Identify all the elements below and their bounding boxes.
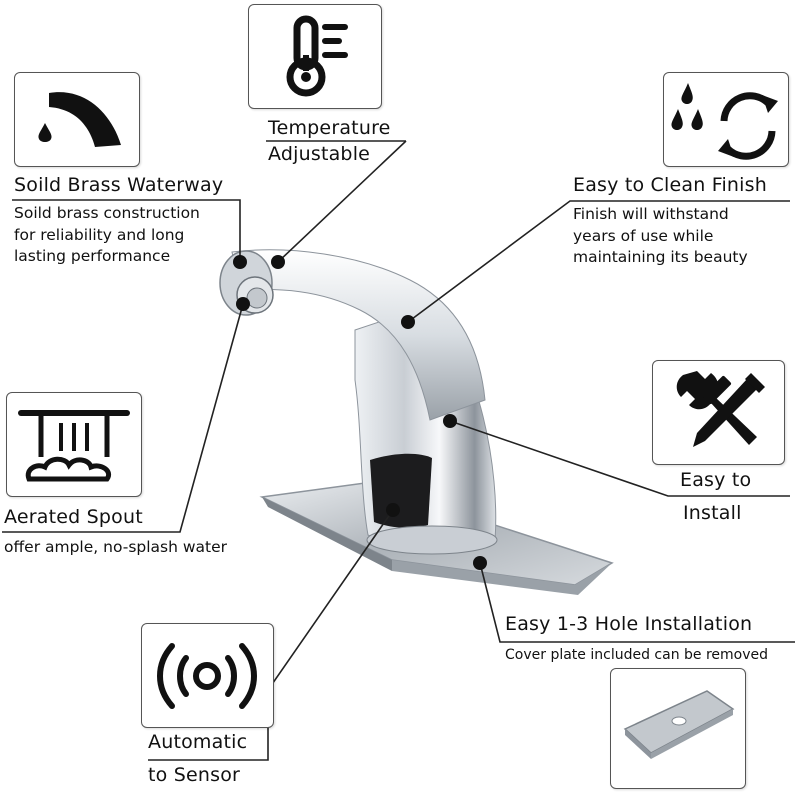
temperature-title-line2: Adjustable (268, 143, 371, 165)
sensor-title-line1: Automatic (148, 731, 248, 753)
clean-icon-box (663, 72, 789, 167)
brass-description: Soild brass construction for reliability… (14, 203, 200, 268)
hole-title: Easy 1-3 Hole Installation (505, 613, 753, 635)
cover-plate-icon-box (610, 668, 746, 789)
drops-recycle-icon (671, 83, 778, 160)
sensor-waves-icon (157, 643, 257, 709)
clean-title: Easy to Clean Finish (573, 174, 767, 196)
hole-description: Cover plate included can be removed (505, 647, 769, 663)
clean-desc-line1: Finish will withstand (573, 205, 729, 223)
spout-water-drop-icon (38, 92, 121, 147)
brass-desc-line2: for reliability and long (14, 225, 185, 244)
sensor-icon-box (141, 623, 274, 728)
clean-desc-line2: years of use while (573, 226, 714, 245)
brass-title: Soild Brass Waterway (14, 174, 224, 196)
brass-desc-line1: Soild brass construction (14, 204, 200, 222)
thermometer-icon (286, 15, 348, 97)
cover-plate-icon (623, 690, 735, 759)
install-title-line2: Install (683, 502, 742, 524)
brass-icon-box (14, 72, 140, 167)
sensor-title-line2: to Sensor (148, 764, 241, 786)
aerated-title: Aerated Spout (4, 506, 143, 528)
temperature-title-line1: Temperature (268, 117, 391, 139)
waterfall-icon (18, 410, 130, 482)
clean-desc-line3: maintaining its beauty (573, 248, 748, 266)
wrench-screwdriver-icon (676, 371, 765, 447)
brass-desc-line3: lasting performance (14, 247, 171, 265)
install-icon-box (652, 360, 785, 465)
temperature-icon-box (248, 4, 382, 109)
install-title-line1: Easy to (680, 469, 752, 491)
clean-description: Finish will withstand years of use while… (573, 204, 748, 269)
aerated-icon-box (6, 392, 142, 497)
aerated-description: offer ample, no-splash water (4, 538, 228, 556)
